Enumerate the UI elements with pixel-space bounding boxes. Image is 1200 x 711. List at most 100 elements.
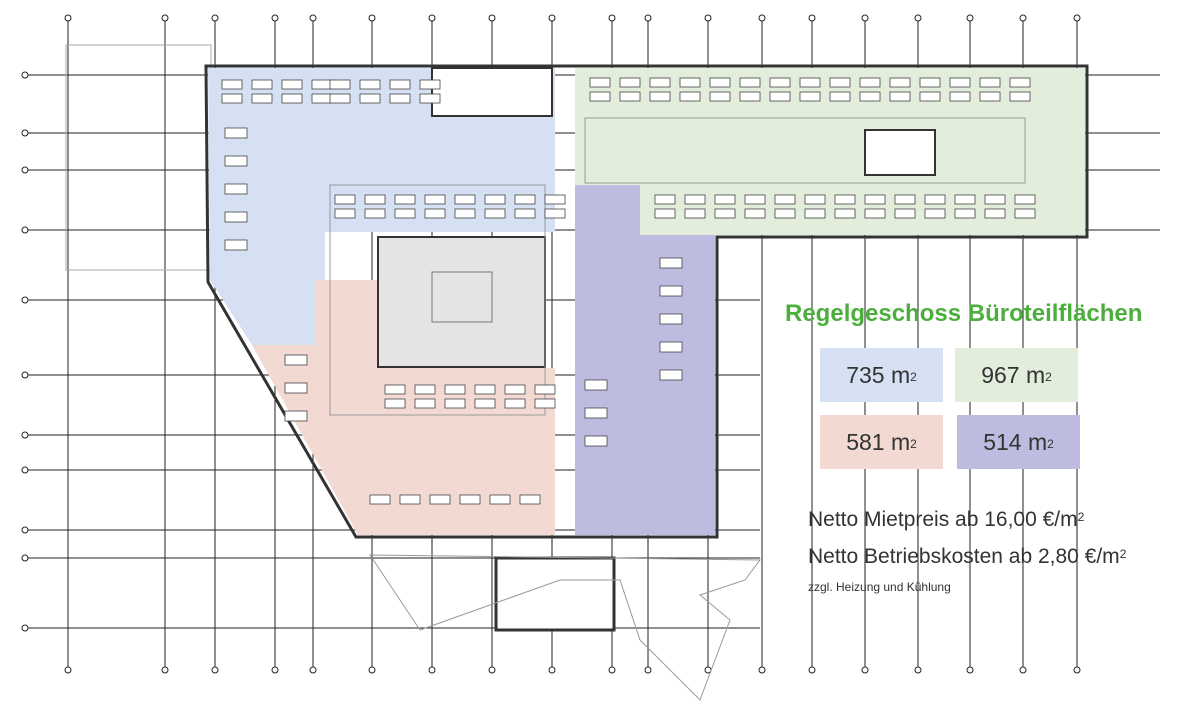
desk <box>649 91 671 102</box>
grid-marker <box>309 14 317 22</box>
grid-marker <box>548 14 556 22</box>
desk <box>534 384 556 395</box>
grid-marker <box>21 166 29 174</box>
desk <box>519 494 541 505</box>
area-value: 514 m <box>983 428 1048 455</box>
desk <box>514 208 536 219</box>
desk <box>334 194 356 205</box>
desk <box>659 369 683 381</box>
desk <box>489 494 511 505</box>
desk <box>894 194 916 205</box>
desk <box>394 208 416 219</box>
desk <box>649 77 671 88</box>
desk <box>924 194 946 205</box>
desk <box>504 398 526 409</box>
grid-marker <box>368 666 376 674</box>
desk <box>334 208 356 219</box>
desk <box>589 77 611 88</box>
grid-marker <box>271 666 279 674</box>
desk <box>224 183 248 195</box>
grid-marker <box>488 666 496 674</box>
desk <box>424 208 446 219</box>
desk <box>444 384 466 395</box>
desk <box>709 77 731 88</box>
grid-marker <box>1019 666 1027 674</box>
core-stair-top <box>431 67 553 117</box>
grid-marker <box>914 14 922 22</box>
grid-marker <box>914 666 922 674</box>
desk <box>739 77 761 88</box>
desk <box>739 91 761 102</box>
desk <box>659 341 683 353</box>
desk <box>414 384 436 395</box>
desk-clusters <box>221 77 1036 505</box>
desk <box>454 208 476 219</box>
grid-marker <box>21 554 29 562</box>
desk <box>1009 77 1031 88</box>
grid-marker <box>608 666 616 674</box>
legend-title: Regelgeschoss Büroteilflächen <box>785 300 1143 327</box>
desk <box>954 208 976 219</box>
desk <box>619 77 641 88</box>
operating-costs: Netto Betriebskosten ab 2,80 €/m2 <box>808 545 1126 569</box>
rent-exp: 2 <box>1077 510 1085 524</box>
desk <box>679 91 701 102</box>
desk <box>221 93 243 104</box>
desk <box>384 398 406 409</box>
zone-purple <box>575 185 715 535</box>
desk <box>389 93 411 104</box>
desk <box>221 79 243 90</box>
desk <box>419 93 441 104</box>
desk <box>359 79 381 90</box>
desk <box>589 91 611 102</box>
desk <box>919 91 941 102</box>
desk <box>224 127 248 139</box>
grid-marker <box>758 14 766 22</box>
desk <box>804 194 826 205</box>
grid-marker <box>1073 666 1081 674</box>
corridor-green <box>584 117 1026 184</box>
desk <box>659 257 683 269</box>
desk <box>534 398 556 409</box>
desk <box>281 79 303 90</box>
grid-marker <box>644 14 652 22</box>
desk <box>679 77 701 88</box>
grid-marker <box>644 666 652 674</box>
desk <box>949 77 971 88</box>
desk <box>514 194 536 205</box>
area-value: 967 m <box>981 361 1046 388</box>
desk <box>1009 91 1031 102</box>
desk <box>889 91 911 102</box>
desk <box>424 194 446 205</box>
grid-marker <box>608 14 616 22</box>
desk <box>894 208 916 219</box>
desk <box>389 79 411 90</box>
desk <box>799 91 821 102</box>
desk <box>284 410 308 422</box>
desk <box>834 208 856 219</box>
grid-marker <box>1019 14 1027 22</box>
building-outline <box>204 64 1089 539</box>
desk <box>984 208 1006 219</box>
desk <box>224 239 248 251</box>
desk <box>659 313 683 325</box>
stair-tower-bottom <box>494 556 616 632</box>
desk <box>544 208 566 219</box>
desk <box>619 91 641 102</box>
desk <box>311 79 333 90</box>
desk <box>311 93 333 104</box>
grid-marker <box>548 666 556 674</box>
desk <box>414 398 436 409</box>
desk <box>859 77 881 88</box>
desk <box>544 194 566 205</box>
grid-marker <box>21 371 29 379</box>
grid-marker <box>21 296 29 304</box>
desk <box>251 93 273 104</box>
grid-marker <box>21 624 29 632</box>
terrace-outline <box>369 554 761 701</box>
desk <box>369 494 391 505</box>
operating-costs-exp: 2 <box>1119 547 1127 561</box>
desk <box>251 79 273 90</box>
